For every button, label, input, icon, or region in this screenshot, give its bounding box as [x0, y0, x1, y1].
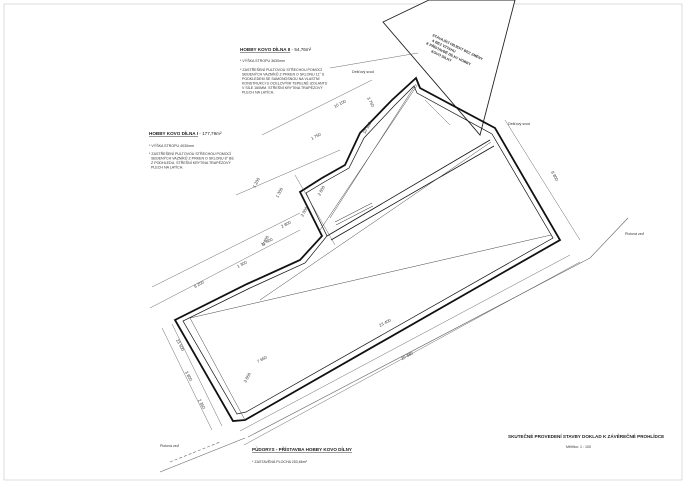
neighbor-building: STÁVAJÍCÍ OBJEKT BEZ ZMĚNY A BEZ VZTAHU … — [382, 0, 516, 136]
dimension-labels: 10 100 10 100 2 800 11 400 8 200 1 300 2… — [175, 96, 560, 410]
dilna2-area: - 54,76m² — [290, 47, 311, 52]
dimension-label: 2 000 — [299, 205, 309, 217]
dimension-label: 1 750 — [310, 131, 322, 141]
dilna2-note: * VÝŠKA STROPU 3630mm — [240, 58, 285, 63]
dilna1-annotation: HOBBY KOVO DÍLNA I - 177,79m² * VÝŠKA ST… — [149, 129, 234, 170]
plan-title-block: PŮDORYS - PŘÍSTAVBA HOBBY KOVO DÍLNY * Z… — [252, 445, 352, 464]
dilna2-note: PLECH NA LATÍCH. — [242, 91, 274, 95]
door-symbol — [334, 202, 374, 226]
diagonal-lines — [189, 83, 552, 421]
site-labels: Dešťový svod Dešťový svod Plotová zeď Pl… — [160, 70, 645, 448]
dimension-label: 3 650 — [242, 371, 252, 383]
document-title: SKUTEČNÉ PROVEDENÍ STAVBY DOKLAD K ZÁVĚR… — [508, 432, 664, 439]
dimension-label: 8 800 — [550, 170, 560, 182]
downspout-label: Dešťový svod — [508, 122, 530, 126]
dilna2-note: V SÍLE 160MM. STŘEŠNÍ KRYTINA TRAPÉZOVÝ — [242, 85, 323, 90]
dimension-label: 10 100 — [333, 98, 347, 109]
dimension-label: 2 400 — [260, 234, 270, 246]
dilna1-area: - 177,79m² — [198, 131, 222, 136]
dimension-label: 23 500 — [175, 338, 186, 352]
dimension-label: 2 600 — [316, 184, 326, 196]
dilna2-note: * ZASTŘEŠENÍ PULTOVOU STŘECHOU POMOCÍ — [240, 67, 322, 72]
dilna1-title: HOBBY KOVO DÍLNA I — [149, 129, 198, 136]
dimension-label: 3 800 — [184, 370, 194, 382]
dimension-label: 23 400 — [378, 317, 392, 328]
fence-label: Plotová zeď — [160, 444, 180, 448]
building-outline — [173, 76, 562, 422]
svg-text:HOBBY KOVO DÍLNA II - 54,76m²: HOBBY KOVO DÍLNA II - 54,76m² — [240, 45, 312, 52]
document-scale: Měřítko: 1 : 100 — [566, 445, 591, 449]
dimension-label: 20 380 — [400, 350, 414, 361]
dilna1-note: Z PODHLEDU. STŘEŠNÍ KRYTINA TRAPÉZOVÝ — [151, 160, 231, 165]
svg-text:HOBBY KOVO DÍLNA I - 177,79m²: HOBBY KOVO DÍLNA I - 177,79m² — [149, 129, 222, 136]
fence-lines — [159, 217, 629, 473]
dimension-label: 10 100 — [362, 120, 373, 134]
dimension-label: 2 350 — [197, 398, 207, 410]
plan-title: PŮDORYS - PŘÍSTAVBA HOBBY KOVO DÍLNY — [252, 445, 352, 452]
dilna2-note: SBIJENÝCH VAZNÍKŮ Z PRKEN O SKLONU 11° S — [242, 72, 325, 77]
dilna1-note: * VÝŠKA STROPU 4030mm — [149, 143, 194, 148]
dilna1-note: * ZASTŘEŠENÍ PULTOVOU STŘECHOU POMOCÍ — [149, 151, 231, 156]
dimension-label: 3 750 — [366, 96, 376, 108]
dilna2-note: KONSTRUKCI S OCELOVÝMI TEPELNĚ IZOLANTU — [242, 81, 328, 86]
dimension-lines — [149, 52, 581, 446]
dilna2-annotation: HOBBY KOVO DÍLNA II - 54,76m² * VÝŠKA ST… — [240, 45, 328, 95]
document-title-block: SKUTEČNÉ PROVEDENÍ STAVBY DOKLAD K ZÁVĚR… — [508, 432, 664, 449]
dilna1-note: PLECH NA LATÍCH. — [151, 166, 183, 170]
sheet-border — [3, 3, 683, 481]
dimension-label: 1 300 — [274, 186, 284, 198]
dimension-label: 2 800 — [280, 219, 292, 229]
dilna1-note: SBIJENÝCH VAZNÍKŮ Z PRKEN O SKLONU 8° BE — [151, 156, 234, 161]
fence-label: Plotová zeď — [625, 232, 645, 236]
dimension-label: 11 400 — [260, 236, 274, 247]
dimension-label: 8 200 — [193, 279, 205, 289]
dimension-label: 1 200 — [251, 176, 261, 188]
downspout-label: Dešťový svod — [352, 70, 374, 74]
dimension-label: 7 650 — [256, 354, 268, 364]
dimension-label: 1 300 — [236, 259, 248, 269]
plan-area-note: * ZASTAVĚNÁ PLOCHA 253,66m² — [252, 459, 308, 464]
dilna2-title: HOBBY KOVO DÍLNA II — [240, 45, 290, 52]
dilna2-note: PODKLEDEM SE SAMONOSNOU NA VLASTNÍ — [242, 77, 319, 81]
